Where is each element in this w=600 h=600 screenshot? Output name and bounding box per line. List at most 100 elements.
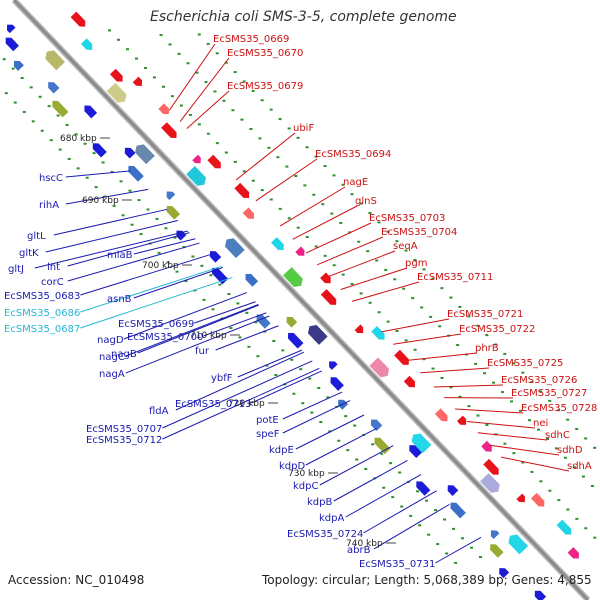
forward-gene-leader — [477, 432, 548, 441]
reverse-gene-leader — [237, 349, 303, 378]
track-dot — [323, 254, 327, 257]
track-dot — [563, 456, 567, 459]
track-dot — [110, 170, 114, 173]
reverse-gene-label: EcSMS35_0707 — [86, 424, 162, 435]
track-dot — [314, 245, 318, 248]
reverse-gene-shape — [330, 377, 344, 391]
reverse-gene-shape — [256, 314, 271, 329]
feature-box — [283, 267, 303, 287]
forward-gene — [109, 68, 123, 82]
track-dot — [431, 277, 435, 280]
track-dot — [521, 371, 525, 374]
feature-box-shape — [508, 534, 529, 555]
forward-gene-label: EcSMS35_0670 — [227, 48, 303, 59]
track-dot — [143, 66, 147, 69]
forward-gene — [394, 349, 409, 365]
reverse-gene-label: rihA — [39, 200, 59, 211]
reverse-gene-leader — [345, 474, 422, 518]
reverse-gene-shape — [245, 273, 259, 287]
track-dot — [557, 409, 561, 412]
track-dot — [476, 324, 480, 327]
track-dot — [278, 118, 282, 121]
reverse-gene-shape — [128, 165, 144, 182]
track-dot — [425, 499, 429, 502]
kbp-tick-label: 740 kbp — [346, 539, 383, 549]
forward-gene — [161, 122, 177, 138]
forward-gene-label: sdhD — [557, 445, 583, 456]
track-dot — [108, 29, 112, 32]
reverse-gene-label: ybfF — [211, 373, 233, 384]
track-dot — [83, 142, 87, 145]
reverse-gene-leader — [363, 490, 437, 534]
forward-gene-shape — [109, 68, 123, 82]
reverse-gene-label: EcSMS35_0712 — [86, 435, 162, 446]
track-dot — [305, 146, 309, 149]
track-dot — [371, 443, 375, 446]
track-dot — [272, 340, 276, 343]
reverse-gene-leader — [125, 304, 259, 357]
track-dot — [449, 386, 453, 389]
reverse-gene-label: EcSMS35_0713 — [175, 399, 251, 410]
reverse-gene — [84, 105, 98, 119]
track-dot — [195, 71, 199, 74]
reverse-gene-leader — [123, 292, 248, 340]
track-dot — [276, 156, 280, 159]
reverse-gene-leader — [251, 370, 322, 404]
reverse-gene — [209, 251, 222, 263]
reverse-gene-label: nagC — [99, 352, 125, 363]
track-dot — [409, 514, 413, 517]
track-dot — [323, 165, 327, 168]
reverse-gene-label: EcSMS35_0683 — [4, 291, 80, 302]
track-dot — [476, 414, 480, 417]
track-dot — [572, 466, 576, 469]
track-dot — [236, 302, 240, 305]
reverse-gene-label: corC — [41, 277, 64, 288]
track-dot — [251, 179, 255, 182]
track-dot — [159, 34, 163, 37]
track-dot — [4, 92, 8, 95]
track-dot — [263, 330, 267, 333]
track-dot — [177, 52, 181, 55]
track-dot — [256, 355, 260, 358]
track-dot — [485, 334, 489, 337]
feature-box-shape — [307, 324, 328, 345]
reverse-gene — [447, 485, 459, 496]
track-dot — [368, 211, 372, 214]
track-dot — [119, 180, 123, 183]
forward-gene-shape — [192, 154, 201, 164]
reverse-gene-shape — [288, 332, 304, 349]
track-dot — [247, 345, 251, 348]
reverse-gene-shape — [338, 399, 349, 410]
forward-gene-shape — [556, 519, 572, 535]
track-dot — [229, 327, 233, 330]
feature-box — [135, 144, 155, 165]
track-dot — [337, 439, 341, 442]
reverse-gene — [52, 100, 69, 118]
forward-gene-shape — [295, 246, 305, 256]
track-dot — [38, 95, 42, 98]
track-dot — [152, 76, 156, 79]
forward-gene-leader — [455, 408, 524, 414]
track-dot — [260, 189, 264, 192]
forward-gene-label: EcSMS35_0704 — [381, 227, 457, 238]
track-dot — [184, 280, 188, 283]
feature-box-shape — [369, 357, 390, 378]
track-dot — [274, 373, 278, 376]
track-dot — [11, 67, 15, 70]
track-dot — [593, 536, 597, 539]
track-dot — [375, 259, 379, 262]
reverse-gene — [124, 147, 136, 159]
reverse-gene-leader — [67, 242, 200, 282]
track-dot — [458, 305, 462, 308]
forward-gene-shape — [434, 408, 448, 422]
track-dot — [521, 461, 525, 464]
track-dot — [67, 157, 71, 160]
forward-gene-leader — [408, 352, 478, 361]
reverse-gene-shape — [329, 361, 338, 370]
track-dot — [366, 250, 370, 253]
forward-gene-label: sdhA — [567, 461, 592, 472]
track-dot — [467, 315, 471, 318]
track-dot — [470, 546, 474, 549]
track-dot — [269, 198, 273, 201]
track-dot — [593, 446, 597, 449]
